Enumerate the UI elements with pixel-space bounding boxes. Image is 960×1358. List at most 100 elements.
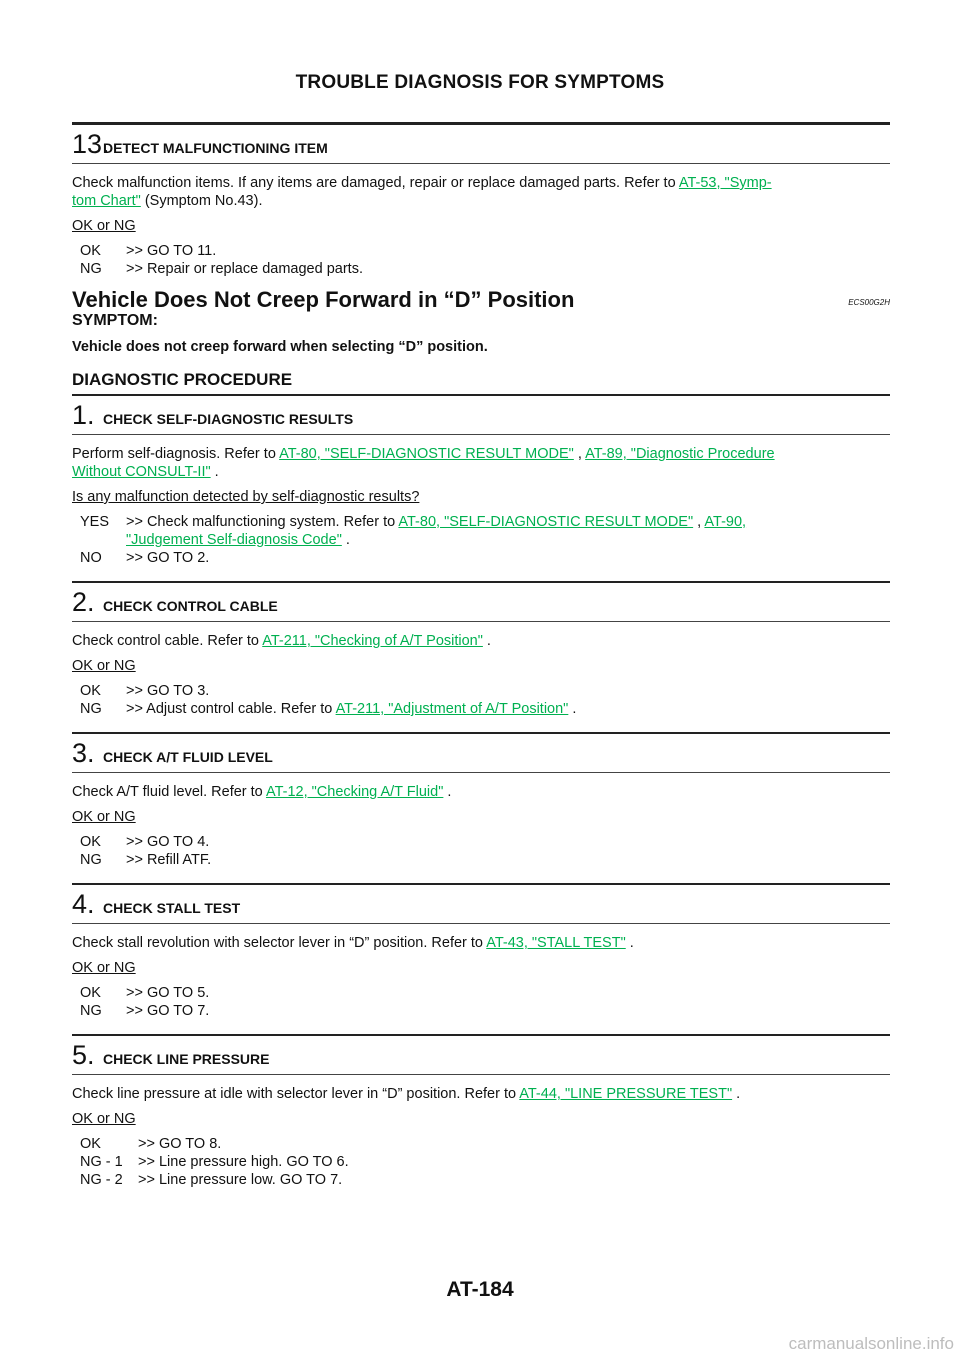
step-title: DETECT MALFUNCTIONING ITEM [103,140,328,156]
step-3-results: OK >> GO TO 4. NG >> Refill ATF. [80,833,890,869]
step-title: CHECK CONTROL CABLE [103,598,278,614]
step-3-question: OK or NG [72,809,136,825]
result-code: OK [80,1136,101,1152]
result-text: >> Line pressure high. GO TO 6. [138,1154,349,1170]
instruction-text-after: . [625,935,634,951]
result-code: OK [80,834,101,850]
section-code: ECS00G2H [848,298,890,307]
instruction-text-after: . [210,464,219,480]
step-13-instruction: Check malfunction items. If any items ar… [72,174,890,210]
step-2-results: OK >> GO TO 3. NG >> Adjust control cable.… [80,682,890,718]
result-text: >> Check malfunctioning system. Refer to… [126,513,890,549]
step-number: 3. [72,738,95,768]
link-at-12-checking-fluid[interactable]: AT-12, "Checking A/T Fluid" [265,784,444,800]
result-row: NG >> Repair or replace damaged parts. [80,260,890,278]
step-5-header: 5. CHECK LINE PRESSURE [72,1034,890,1075]
instruction-text-after: . [732,1086,741,1102]
link-at-211-adjustment-position[interactable]: AT-211, "Adjustment of A/T Position" [335,701,569,717]
result-text-after: . [568,701,577,717]
result-code: NG - 1 [80,1154,123,1170]
link-at-53-symptom-chart-cont[interactable]: tom Chart" [72,193,141,209]
link-at-80-self-diagnostic-result[interactable]: AT-80, "SELF-DIAGNOSTIC RESULT MODE" [398,514,694,530]
result-code: OK [80,985,101,1001]
link-at-89-diagnostic-procedure[interactable]: AT-89, "Diagnostic Procedure [585,446,775,462]
result-code: NG [80,852,102,868]
result-row: OK>> GO TO 8. [80,1135,890,1153]
step-number: 13. [72,129,110,159]
instruction-text-after: . [443,784,452,800]
result-text: >> GO TO 5. [126,985,210,1001]
instruction-text: Check A/T fluid level. Refer to [72,784,266,800]
step-title: CHECK A/T FLUID LEVEL [103,749,273,765]
step-3-instruction: Check A/T fluid level. Refer to AT-12, "… [72,783,890,801]
step-2-instruction: Check control cable. Refer to AT-211, "C… [72,632,890,650]
symptom-text: Vehicle does not creep forward when sele… [72,339,488,355]
result-text: >> GO TO 11. [126,243,217,259]
step-number: 5. [72,1040,95,1070]
link-at-89-diagnostic-procedure-cont[interactable]: Without CONSULT-II" [72,464,211,480]
result-row: OK>> GO TO 11. [80,242,890,260]
step-title: CHECK LINE PRESSURE [103,1051,270,1067]
result-row: OK >> GO TO 4. [80,833,890,851]
step-title: CHECK SELF-DIAGNOSTIC RESULTS [103,411,354,427]
result-text-part: >> Check malfunctioning system. Refer to [126,514,399,530]
result-text-part: >> Adjust control cable. Refer to [126,701,336,717]
step-number: 1. [72,400,95,430]
link-at-80-self-diagnostic[interactable]: AT-80, "SELF-DIAGNOSTIC RESULT MODE" [279,446,574,462]
result-code: NG [80,1003,102,1019]
step-number: 2. [72,587,95,617]
instruction-text: Perform self-diagnosis. Refer to [72,446,280,462]
diagnostic-procedure-title: DIAGNOSTIC PROCEDURE [72,370,293,389]
step-1-header: 1. CHECK SELF-DIAGNOSTIC RESULTS [72,394,890,435]
step-4-question: OK or NG [72,960,136,976]
symptom-label: SYMPTOM: [72,312,158,329]
result-code: OK [80,683,101,699]
step-4-instruction: Check stall revolution with selector lev… [72,934,890,952]
result-row: OK >> GO TO 5. [80,984,890,1002]
result-text: >> GO TO 3. [126,683,210,699]
page-number: AT-184 [446,1278,514,1301]
step-1-question: Is any malfunction detected by self-diag… [72,489,420,505]
result-row: OK >> GO TO 3. [80,682,890,700]
separator: , [693,514,705,530]
step-2-question: OK or NG [72,658,136,674]
result-row: NG - 1 >> Line pressure high. GO TO 6. [80,1153,890,1171]
result-text: >> Refill ATF. [126,852,212,868]
step-5-question: OK or NG [72,1111,136,1127]
instruction-text: Check stall revolution with selector lev… [72,935,487,951]
step-13-header: 13. DETECT MALFUNCTIONING ITEM [72,122,890,164]
instruction-text: Check malfunction items. If any items ar… [72,175,679,191]
result-text-after: . [341,532,350,548]
link-at-90-judgement[interactable]: AT-90, [704,514,747,530]
result-text: >> Line pressure low. GO TO 7. [138,1172,343,1188]
instruction-text: Check line pressure at idle with selecto… [72,1086,520,1102]
result-code: NG [80,261,102,277]
separator: , [573,446,586,462]
step-title: CHECK STALL TEST [103,900,241,916]
watermark: carmanualsonline.info [788,1334,954,1353]
step-number: 4. [72,889,95,919]
link-at-53-symptom-chart[interactable]: AT-53, "Symp- [678,175,772,191]
step-5-instruction: Check line pressure at idle with selecto… [72,1085,890,1103]
result-row: NG >> Refill ATF. [80,851,890,869]
step-4-header: 4. CHECK STALL TEST [72,883,890,924]
result-text: >> GO TO 4. [126,834,210,850]
link-at-44-line-pressure-test[interactable]: AT-44, "LINE PRESSURE TEST" [519,1086,733,1102]
result-text: >> Repair or replace damaged parts. [126,261,363,277]
step-2-header: 2. CHECK CONTROL CABLE [72,581,890,622]
result-text: >> Adjust control cable. Refer to AT-211… [126,700,890,718]
link-at-211-checking-position[interactable]: AT-211, "Checking of A/T Position" [262,633,483,649]
result-row: NG>> GO TO 7. [80,1002,890,1020]
section-title: Vehicle Does Not Creep Forward in “D” Po… [72,287,575,312]
result-row: NO>> GO TO 2. [80,549,890,567]
result-row: YES >> Check malfunctioning system. Refe… [80,513,890,549]
step-1-results: YES >> Check malfunctioning system. Refe… [80,513,890,567]
result-row: NG >> Adjust control cable. Refer to AT-2… [80,700,890,718]
step-5-results: OK>> GO TO 8. NG - 1 >> Line pressure hig… [80,1135,890,1189]
link-at-90-judgement-cont[interactable]: "Judgement Self-diagnosis Code" [126,532,342,548]
result-code: NG [80,701,102,717]
step-13-results: OK>> GO TO 11. NG >> Repair or replace da… [80,242,890,278]
section-heading: Vehicle Does Not Creep Forward in “D” Po… [72,288,890,312]
step-13-question: OK or NG [72,218,136,234]
link-at-43-stall-test[interactable]: AT-43, "STALL TEST" [486,935,626,951]
